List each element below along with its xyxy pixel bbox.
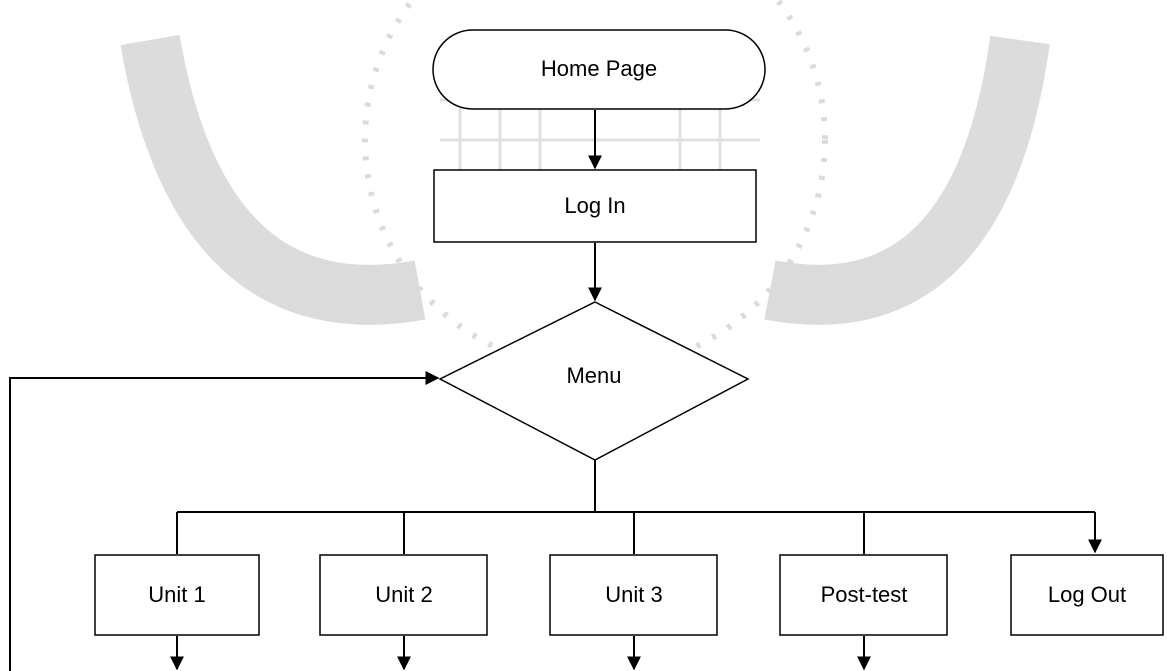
node-menu: Menu [438, 301, 750, 461]
node-log-in: Log In [433, 169, 757, 243]
node-unit-1: Unit 1 [94, 554, 260, 636]
loop-back-to-menu [9, 371, 440, 671]
node-home-page: Home Page [432, 29, 766, 110]
node-unit-1-label: Unit 1 [148, 582, 205, 607]
node-unit-2-label: Unit 2 [375, 582, 432, 607]
node-home-page-label: Home Page [541, 56, 657, 81]
node-log-out: Log Out [1010, 554, 1164, 636]
node-unit-3: Unit 3 [549, 554, 718, 636]
node-post-test: Post-test [779, 554, 948, 636]
node-unit-2: Unit 2 [319, 554, 488, 636]
node-log-out-label: Log Out [1048, 582, 1126, 607]
connectors [9, 110, 1102, 671]
node-log-in-label: Log In [564, 193, 625, 218]
node-post-test-label: Post-test [821, 582, 908, 607]
node-menu-label: Menu [566, 363, 621, 388]
node-unit-3-label: Unit 3 [605, 582, 662, 607]
